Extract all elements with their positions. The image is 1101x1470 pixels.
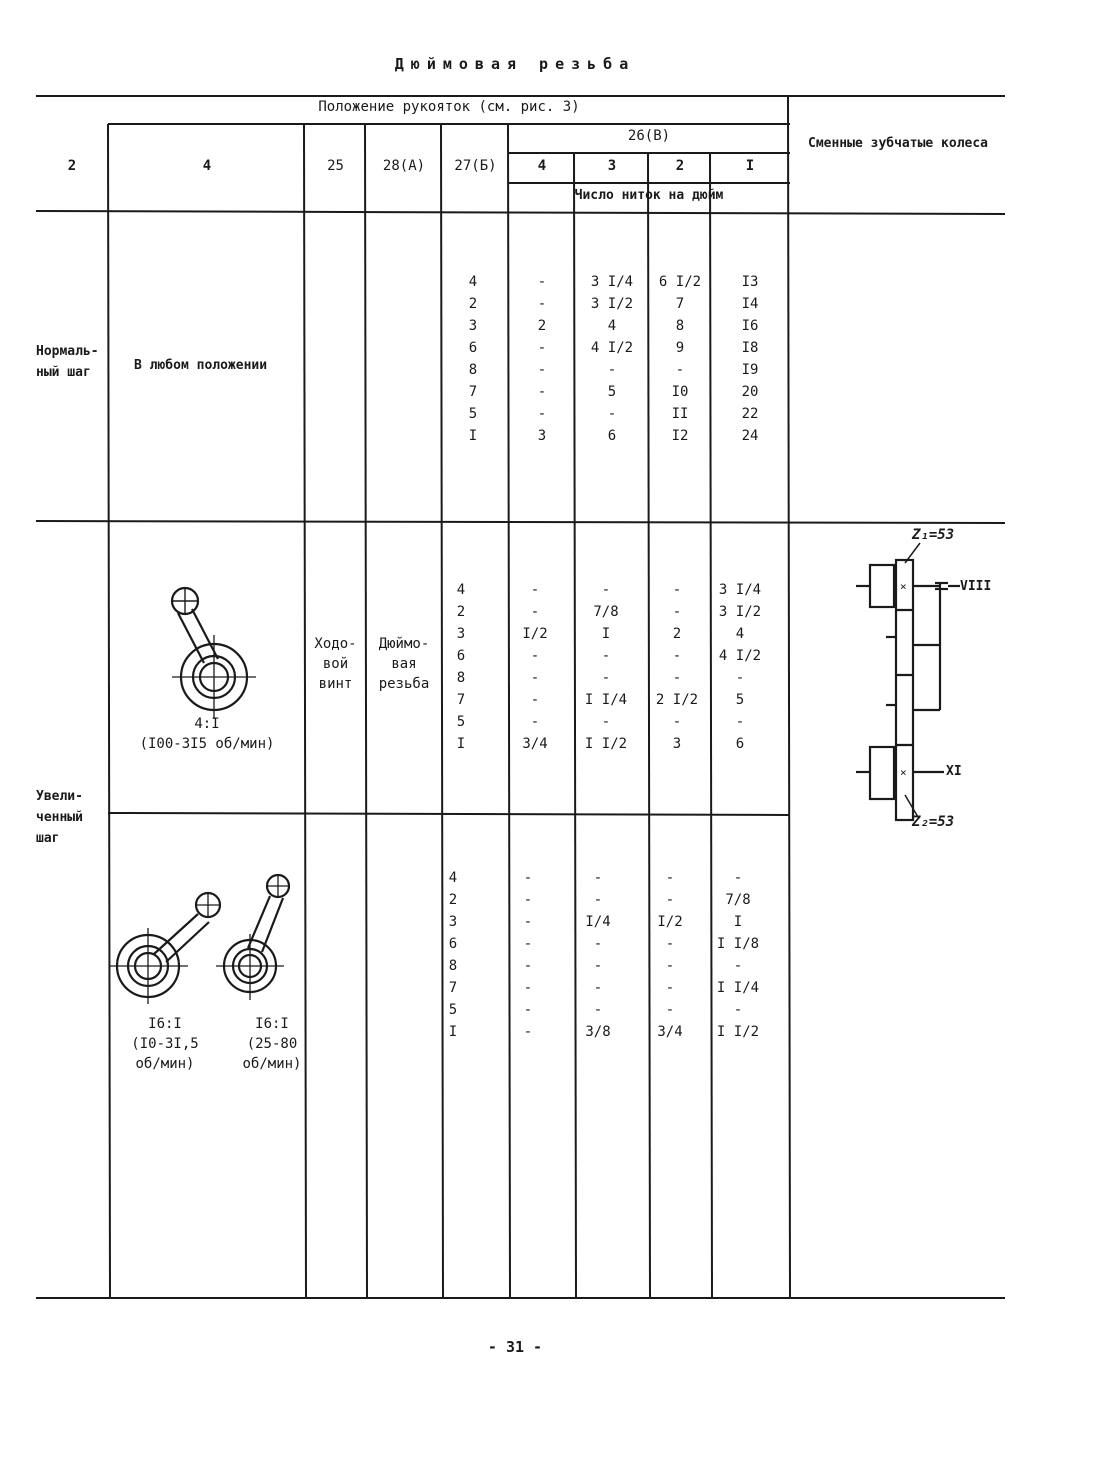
shaft-top-label: VIII (960, 579, 992, 594)
page-title: Дюймовая резьба (394, 55, 636, 73)
lead-screw-label: Ходо- вой винт (314, 636, 357, 692)
lever-ratio-16-1-right: I6:I (25-80 об/мин) (242, 1016, 302, 1072)
threads-per-inch-header: Число ниток на дюйм (574, 188, 724, 203)
inc2-v3: --I/4----3/8 (585, 870, 611, 1040)
lever-ratio-16-1-left: I6:I (I0-3I,5 об/мин) (131, 1016, 199, 1072)
lever-diagram-16-1 (110, 873, 291, 1004)
normal-v4: --2----3 (537, 274, 547, 444)
inc2-v2: --I/2----3/4 (657, 870, 683, 1040)
col-27-header: 27(Б) (454, 158, 497, 174)
col-25-header: 25 (327, 158, 344, 174)
normal-pitch-label: Нормаль- ный шаг (36, 344, 99, 380)
shaft-bottom-label: XI (946, 764, 962, 779)
inch-thread-label: Дюймо- вая резьба (378, 636, 430, 692)
svg-text:×: × (900, 766, 907, 779)
inc2-v4: -------- (523, 870, 533, 1040)
col-26-header: 26(В) (627, 128, 671, 144)
increased-pitch-label: Увели- ченный шаг (36, 789, 83, 846)
subcol-4-header: 4 (537, 158, 547, 174)
inc1-v2: --2--2 I/2-3 (655, 582, 699, 752)
subcol-1-header: I (745, 158, 755, 174)
col-4-header: 4 (202, 158, 212, 174)
lever-ratio-4-1: 4:I (I00-3I5 об/мин) (139, 716, 275, 752)
col-28-header: 28(А) (382, 158, 426, 174)
subcol-3-header: 3 (607, 158, 617, 174)
positions-title: Положение рукояток (см. рис. 3) (318, 99, 580, 115)
gear-z1-label: Z₁=53 (912, 527, 955, 543)
gear-z2-label: Z₂=53 (912, 814, 955, 830)
lever-diagram-4-1 (170, 586, 256, 719)
inc1-v4: --I/2----3/4 (522, 582, 548, 752)
svg-text:×: × (900, 580, 907, 593)
page-number: - 31 - (487, 1338, 543, 1356)
col-2-header: 2 (67, 158, 77, 174)
subcol-2-header: 2 (675, 158, 685, 174)
gears-header: Сменные зубчатые колеса (808, 136, 989, 151)
change-gears-diagram: × × (856, 542, 960, 822)
any-position-label: В любом положении (134, 358, 268, 373)
